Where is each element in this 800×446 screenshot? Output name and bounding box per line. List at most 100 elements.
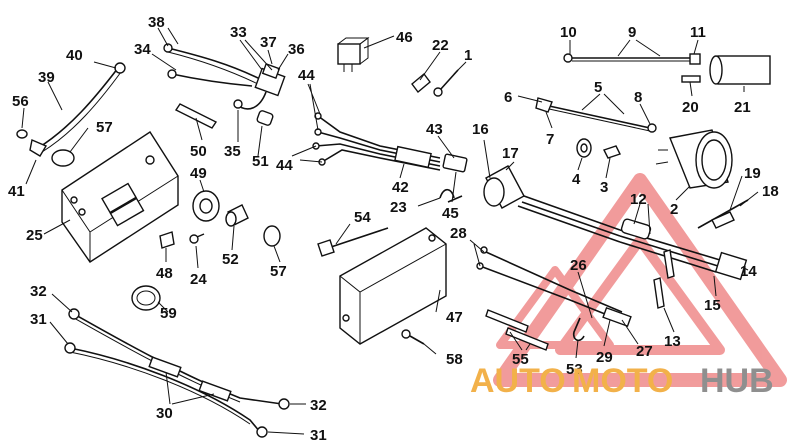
bracket-22: [411, 72, 431, 94]
watermark-part-hub: HUB: [700, 362, 774, 400]
module-47: [339, 227, 447, 345]
callout-18: 18: [762, 183, 779, 200]
clip-23: [439, 188, 463, 203]
callout-2: 2: [670, 201, 678, 218]
gauge-2: [655, 129, 733, 189]
callout-25: 25: [26, 227, 43, 244]
watermark-text: AUTO MOTO HUB: [470, 362, 774, 400]
harness-42: [312, 112, 468, 173]
callout-47: 47: [446, 309, 463, 326]
callout-4: 4: [572, 171, 581, 188]
callout-16: 16: [472, 121, 489, 138]
callout-38: 38: [148, 14, 165, 31]
callout-57a: 57: [96, 119, 113, 136]
callout-20: 20: [682, 99, 699, 116]
connector-21: [709, 55, 771, 85]
callout-15: 15: [704, 297, 721, 314]
pin-20: [681, 75, 701, 83]
callout-19: 19: [744, 165, 761, 182]
callout-57b: 57: [270, 263, 287, 280]
callout-11: 11: [690, 24, 706, 41]
callout-24: 24: [190, 271, 207, 288]
grommet-49: [192, 190, 220, 222]
callout-27: 27: [636, 343, 653, 360]
watermark-triangle-logo: [493, 173, 787, 387]
bushing-52: [225, 204, 249, 227]
callout-44a: 44: [298, 67, 315, 84]
harness-12-15: [619, 218, 748, 281]
relay-46: [337, 37, 370, 72]
cable-30: [64, 308, 290, 438]
connector-51: [256, 110, 274, 126]
callout-37: 37: [260, 34, 277, 51]
callout-59: 59: [160, 305, 177, 322]
callout-45: 45: [442, 205, 459, 222]
callout-42: 42: [392, 179, 409, 196]
bolt-3: [603, 145, 621, 159]
callout-14: 14: [740, 263, 757, 280]
callout-36: 36: [288, 41, 305, 58]
callout-51: 51: [252, 153, 269, 170]
callout-54: 54: [354, 209, 371, 226]
callout-28: 28: [450, 225, 467, 242]
callout-58: 58: [446, 351, 463, 368]
terminal-box-25: [61, 131, 179, 263]
callout-32a: 32: [30, 283, 47, 300]
clamp-59: [131, 285, 161, 311]
callout-26: 26: [570, 257, 587, 274]
callout-34: 34: [134, 41, 151, 58]
callout-55: 55: [512, 351, 529, 368]
callout-13: 13: [664, 333, 681, 350]
callout-48: 48: [156, 265, 173, 282]
washer-57: [51, 149, 75, 167]
callout-labels: 38 33 37 36 34 40 39 56 57 41 25 50 49 3…: [8, 14, 779, 444]
tube-55a: [485, 309, 529, 333]
callout-6: 6: [504, 89, 512, 106]
ignition-switch-17: [483, 165, 621, 243]
callout-29: 29: [596, 349, 613, 366]
callout-5: 5: [594, 79, 602, 96]
bolt-54: [317, 227, 389, 257]
washer-57b: [263, 225, 281, 247]
harness-38-33: [163, 43, 286, 110]
tube-55b: [505, 327, 549, 351]
callout-22: 22: [432, 37, 449, 54]
screw-24: [189, 233, 205, 244]
callout-8: 8: [634, 89, 642, 106]
callout-41: 41: [8, 183, 25, 200]
callout-40: 40: [66, 47, 83, 64]
callout-10: 10: [560, 24, 577, 41]
ground-cable-assembly: [16, 62, 126, 157]
callout-52: 52: [222, 251, 239, 268]
clip-53: [572, 317, 585, 342]
callout-53: 53: [566, 361, 583, 378]
callout-3: 3: [600, 179, 608, 196]
callout-31a: 31: [30, 311, 47, 328]
callout-23: 23: [390, 199, 407, 216]
callout-12: 12: [630, 191, 647, 208]
callout-35: 35: [224, 143, 241, 160]
callout-30: 30: [156, 405, 173, 422]
terminal-13b: [663, 249, 675, 279]
callout-39: 39: [38, 69, 55, 86]
callout-1: 1: [464, 47, 472, 64]
nut-4: [576, 138, 592, 158]
callout-31b: 31: [310, 427, 327, 444]
callout-43: 43: [426, 121, 443, 138]
leader-lines: [21, 27, 759, 435]
wire-9: [563, 53, 701, 65]
wire-18-19: [697, 199, 749, 229]
screw-58: [401, 329, 425, 345]
wire-5: [535, 97, 657, 133]
watermark-part-moto: MOTO: [572, 362, 673, 400]
callout-56: 56: [12, 93, 29, 110]
wire-28: [476, 246, 632, 328]
terminal-13: [653, 277, 665, 309]
callout-33: 33: [230, 24, 247, 41]
callout-49: 49: [190, 165, 207, 182]
callout-17: 17: [502, 145, 519, 162]
callout-50: 50: [190, 143, 207, 160]
callout-44b: 44: [276, 157, 293, 174]
callout-46: 46: [396, 29, 413, 46]
callout-9: 9: [628, 24, 636, 41]
